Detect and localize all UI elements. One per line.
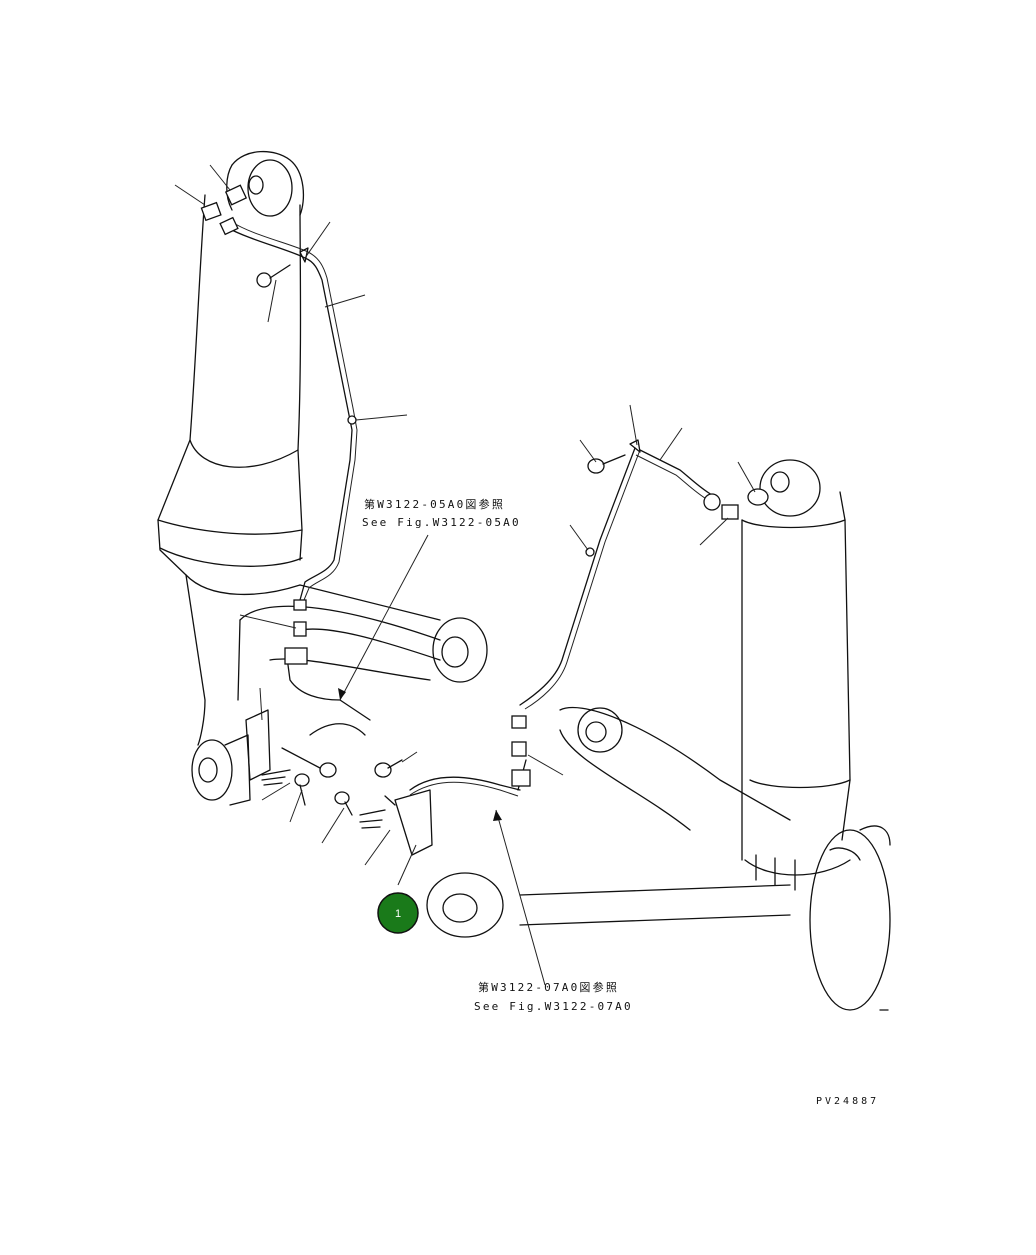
reference-right-line1: 第W3122-07A0図参照: [478, 980, 619, 994]
reference-arrow-right: [493, 809, 546, 986]
right-leader-lines: [527, 404, 756, 776]
reference-left-line1: 第W3122-05A0図参照: [364, 497, 505, 511]
right-pipe: [511, 439, 769, 757]
right-axle: [426, 706, 891, 1011]
left-pipe: [227, 221, 371, 721]
left-leader-lines: [174, 164, 408, 629]
drawing-code: PV24887: [816, 1096, 879, 1107]
left-fittings: [200, 184, 309, 288]
lower-leader-lines: [259, 687, 418, 886]
right-cylinder: [741, 459, 851, 891]
reference-left-line2: See Fig.W3122-05A0: [362, 516, 521, 529]
reference-arrow-left: [338, 534, 429, 701]
callout-number: 1: [395, 908, 401, 920]
bracket-assembly: [245, 709, 531, 856]
part-callout-1[interactable]: 1: [377, 892, 419, 934]
reference-right-line2: See Fig.W3122-07A0: [474, 1000, 633, 1013]
